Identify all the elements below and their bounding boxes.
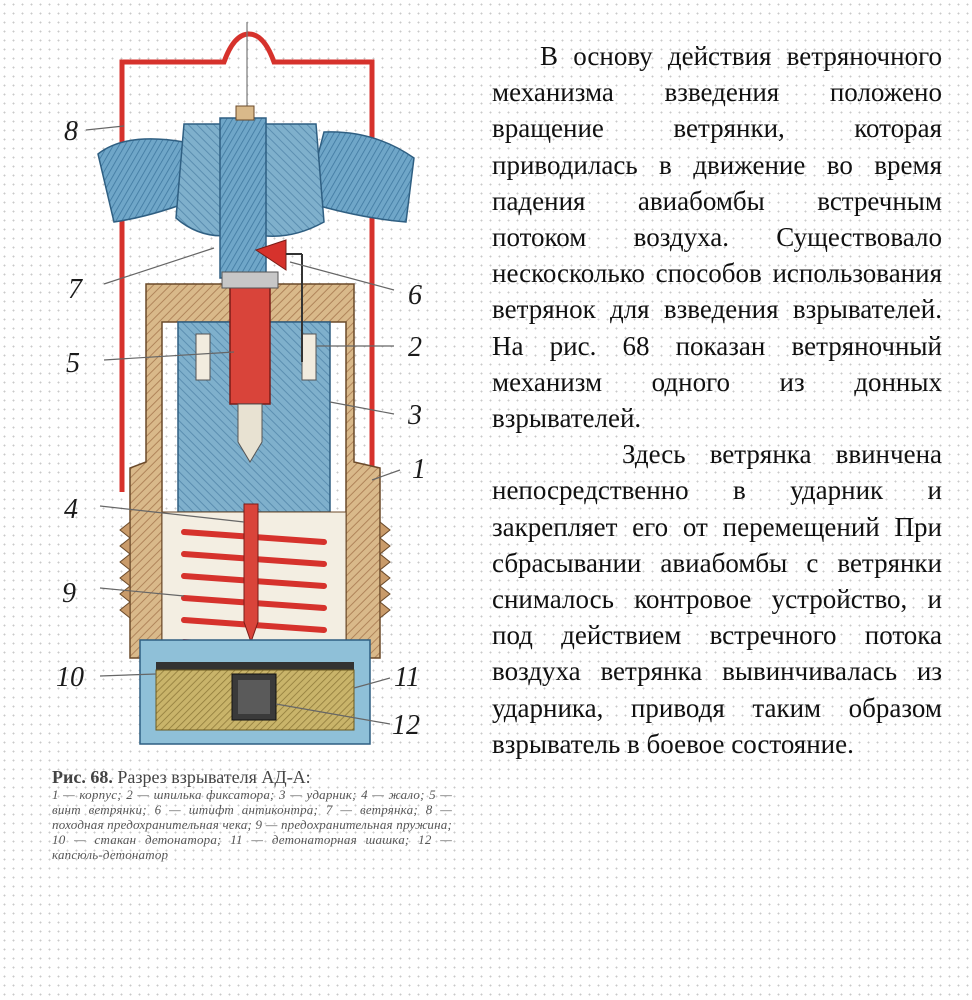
callout-1: 1: [412, 454, 426, 485]
callout-6: 6: [408, 280, 422, 311]
caption-title: Разрез взрывателя АД-А:: [117, 767, 311, 787]
paragraph-1: В основу действия ветряночного механизма…: [492, 41, 942, 434]
callout-11: 11: [394, 662, 420, 693]
callout-5: 5: [66, 348, 80, 379]
callout-8: 8: [64, 116, 78, 147]
fuze-diagram: 8 7 5 4 9 10 6 2 3 1 11 12: [56, 22, 426, 745]
firing-pin: [243, 503, 259, 644]
callout-3: 3: [407, 400, 422, 431]
callout-2: 2: [408, 332, 422, 363]
caption-heading: Рис. 68. Разрез взрывателя АД-А:: [52, 767, 452, 787]
caption-number: Рис. 68.: [52, 767, 113, 787]
callout-12: 12: [392, 710, 420, 741]
callout-7: 7: [68, 274, 83, 305]
callout-9: 9: [62, 578, 76, 609]
fuze-body: [129, 283, 381, 659]
body-text: В основу действия ветряночного механизма…: [492, 38, 942, 762]
callout-4: 4: [64, 494, 78, 525]
body-threads: [119, 520, 391, 620]
vane-screw: [229, 283, 271, 405]
paragraph-2: Здесь ветрянка ввинчена непосредственно …: [492, 439, 942, 759]
caption-legend: 1 — корпус; 2 — шпилька фиксатора; 3 — у…: [52, 787, 452, 862]
wind-vane: [97, 105, 415, 279]
fuze-cross-section-figure: 8 7 5 4 9 10 6 2 3 1 11 12: [34, 22, 474, 762]
callout-10: 10: [56, 662, 84, 693]
figure-caption: Рис. 68. Разрез взрывателя АД-А: 1 — кор…: [52, 767, 452, 862]
safety-pin-outline: [119, 31, 375, 492]
